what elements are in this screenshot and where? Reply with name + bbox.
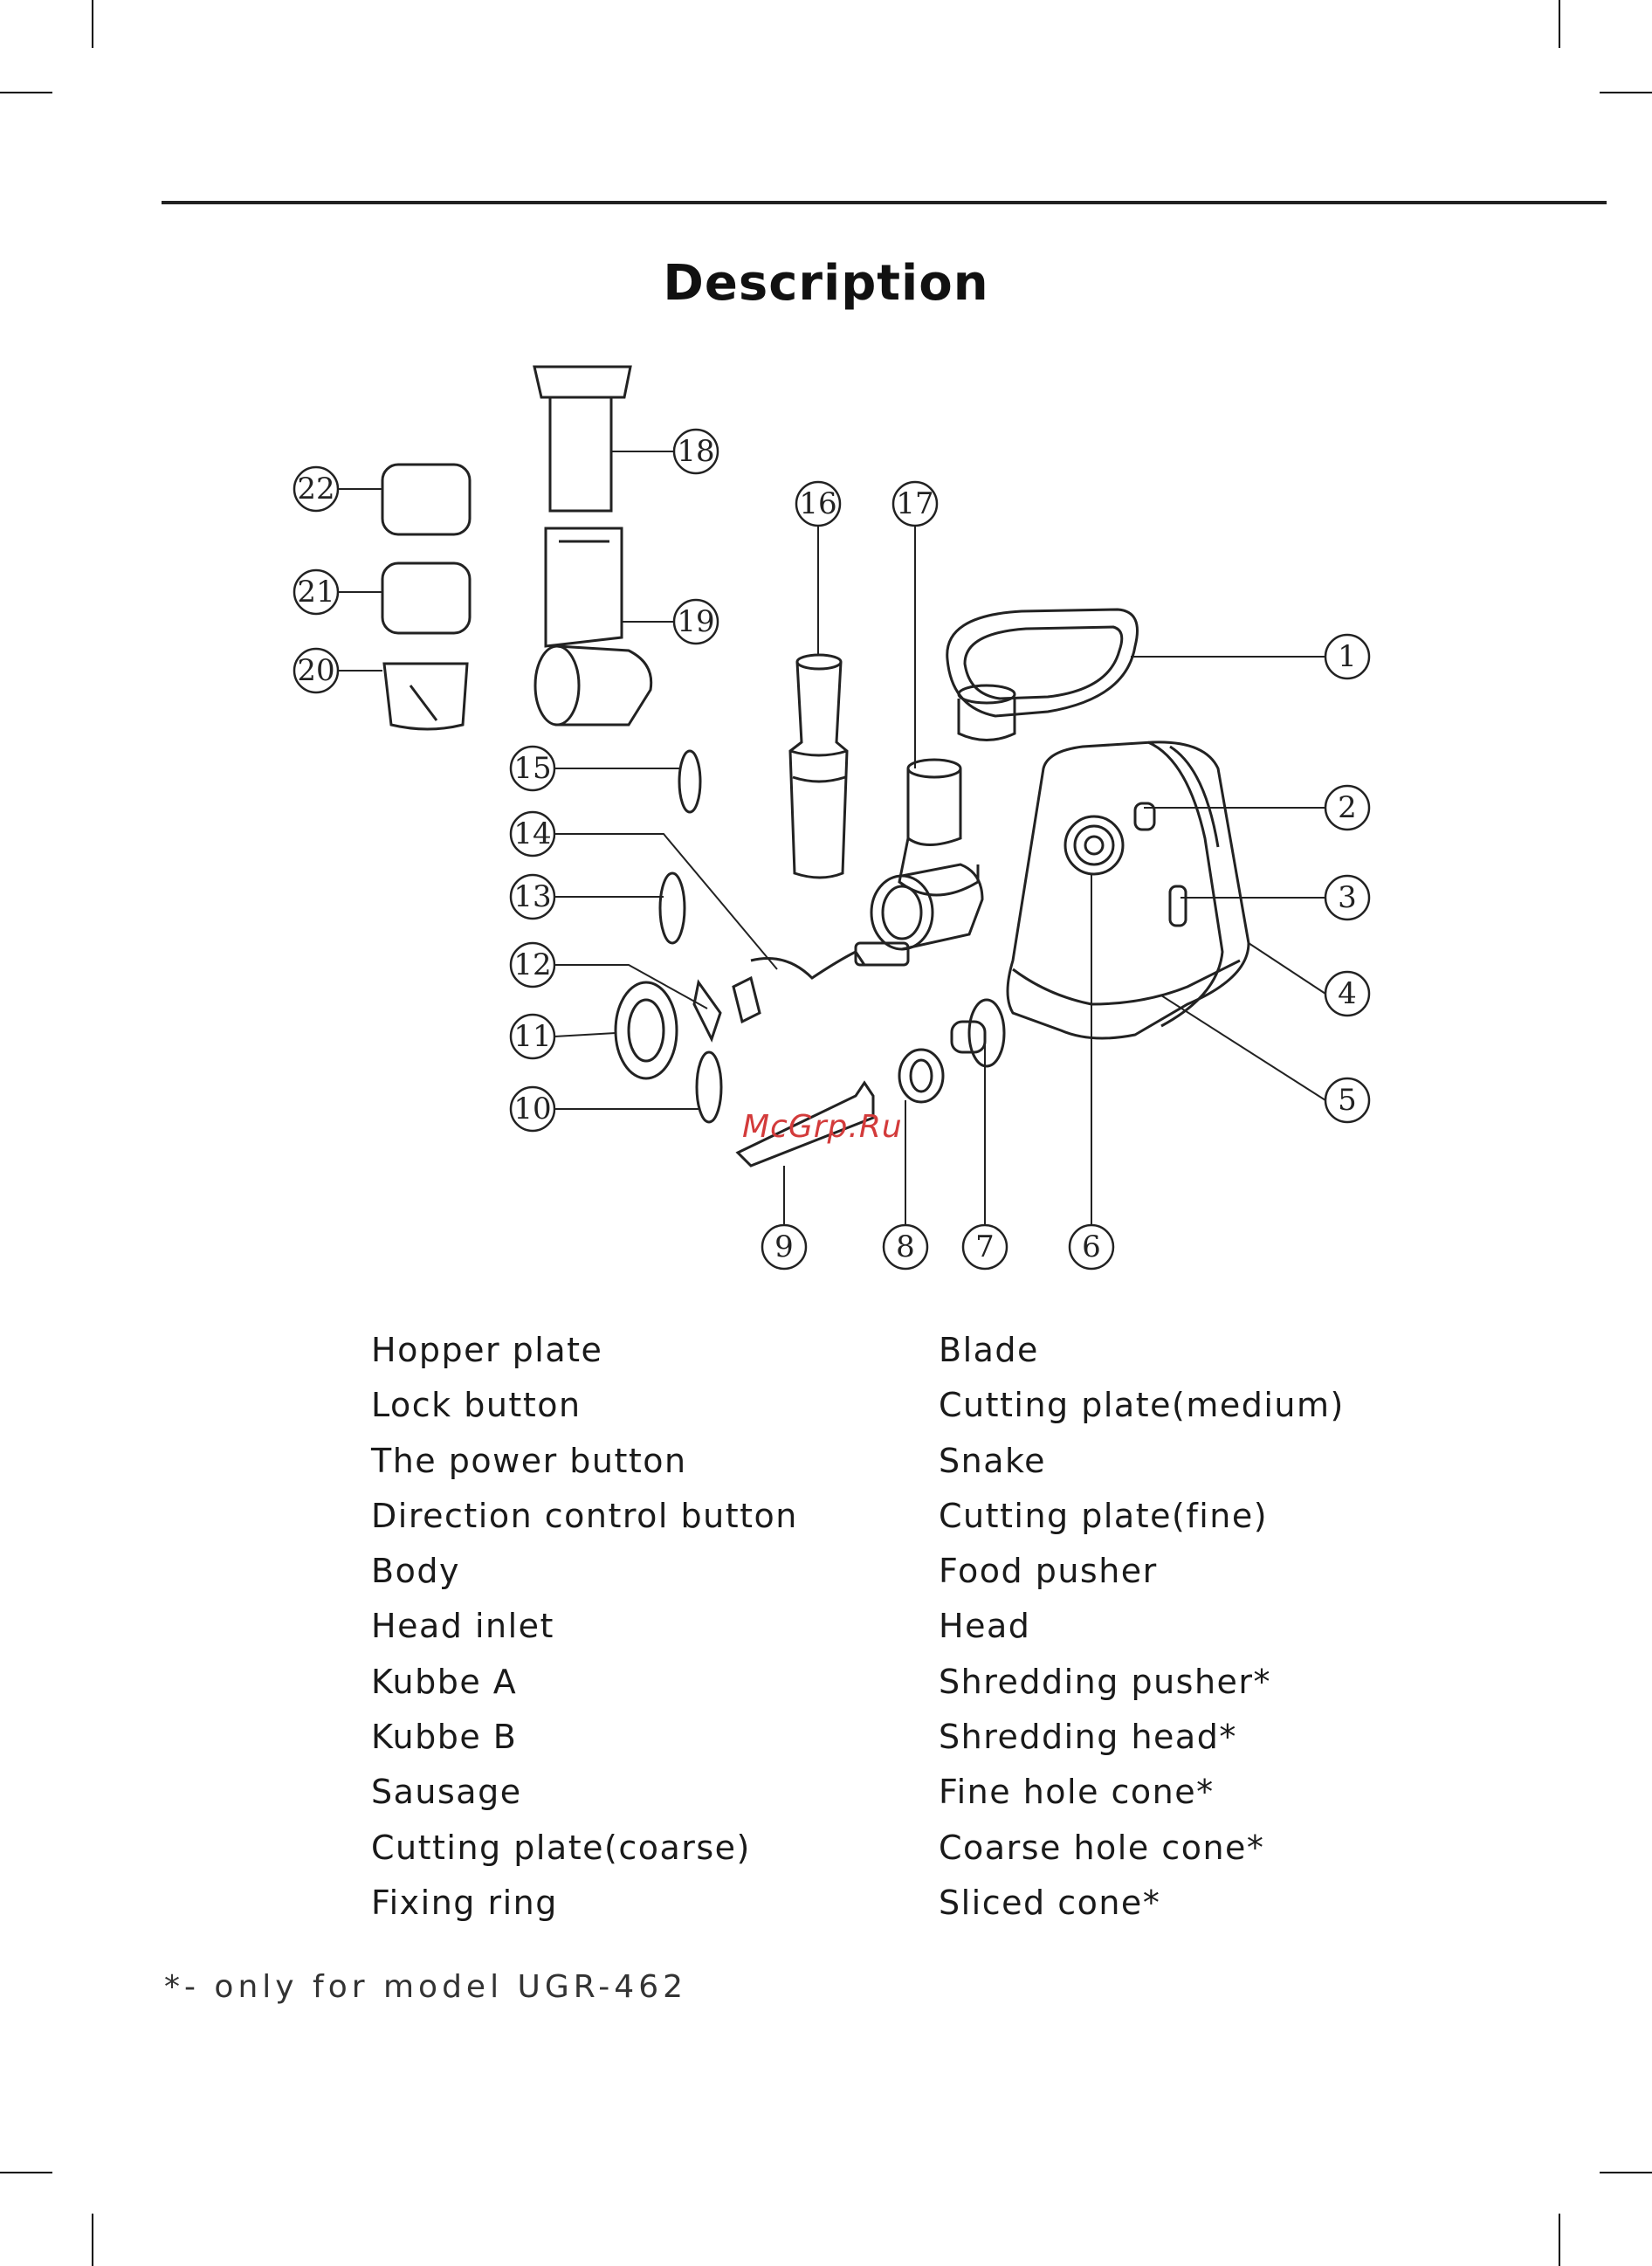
callout-label: 8 bbox=[896, 1229, 915, 1264]
parts-legend-left: Hopper plate Lock button The power butto… bbox=[371, 1323, 798, 1931]
crop-mark bbox=[0, 2172, 52, 2173]
crop-mark bbox=[0, 92, 52, 93]
head-drawing bbox=[870, 758, 984, 951]
shredding-head-drawing bbox=[533, 527, 653, 727]
legend-item: Shredding pusher* bbox=[939, 1662, 1272, 1701]
legend-item: Body bbox=[371, 1552, 460, 1591]
legend-item: Coarse hole cone* bbox=[939, 1828, 1265, 1867]
crop-mark bbox=[1559, 0, 1560, 48]
body-drawing bbox=[1006, 740, 1250, 1040]
crop-mark bbox=[1559, 2214, 1560, 2266]
callout-label: 1 bbox=[1338, 639, 1357, 674]
callout-label: 5 bbox=[1338, 1083, 1357, 1118]
callout-label: 7 bbox=[975, 1229, 995, 1264]
exploded-parts-diagram: 1 2 3 4 5 6 7 8 9 10 11 12 13 14 15 16 1… bbox=[293, 365, 1371, 1271]
crop-mark bbox=[92, 2214, 93, 2266]
callout-label: 20 bbox=[297, 653, 334, 688]
snake-drawing bbox=[732, 941, 910, 1024]
parts-legend-right: Blade Cutting plate(medium) Snake Cuttin… bbox=[939, 1323, 1345, 1931]
callout-label: 9 bbox=[774, 1229, 794, 1264]
legend-item: Direction control button bbox=[371, 1496, 798, 1535]
legend-item: Blade bbox=[939, 1331, 1039, 1369]
legend-item: Head inlet bbox=[371, 1607, 554, 1646]
legend-item: Kubbe A bbox=[371, 1662, 518, 1701]
cone-drawings bbox=[381, 463, 472, 731]
header-rule bbox=[162, 201, 1607, 204]
page-title: Description bbox=[663, 255, 989, 312]
legend-item: Snake bbox=[939, 1441, 1047, 1480]
callout-label: 16 bbox=[799, 486, 836, 521]
hopper-plate-drawing bbox=[946, 608, 1139, 741]
legend-item: Head bbox=[939, 1607, 1031, 1646]
callout-label: 14 bbox=[513, 816, 551, 851]
callout-label: 15 bbox=[513, 751, 551, 786]
legend-item: Fine hole cone* bbox=[939, 1773, 1215, 1812]
crop-mark bbox=[92, 0, 93, 48]
callout-label: 18 bbox=[677, 434, 714, 469]
blade-and-ring-drawings bbox=[614, 979, 722, 1080]
callout-label: 10 bbox=[513, 1092, 551, 1126]
callout-label: 22 bbox=[297, 472, 334, 506]
callout-label: 17 bbox=[896, 486, 933, 521]
food-pusher-drawing bbox=[788, 653, 849, 879]
callout-label: 2 bbox=[1338, 790, 1357, 825]
callout-label: 6 bbox=[1082, 1229, 1101, 1264]
legend-item: Sausage bbox=[371, 1773, 522, 1812]
watermark: McGrp.Ru bbox=[742, 1109, 903, 1145]
legend-item: Shredding head* bbox=[939, 1718, 1237, 1757]
model-footnote: *- only for model UGR-462 bbox=[164, 1969, 688, 2005]
callout-label: 12 bbox=[513, 947, 551, 982]
legend-item: Kubbe B bbox=[371, 1718, 518, 1757]
callout-label: 3 bbox=[1338, 880, 1357, 915]
legend-item: The power button bbox=[371, 1441, 687, 1480]
legend-item: Lock button bbox=[371, 1386, 582, 1425]
legend-item: Cutting plate(coarse) bbox=[371, 1828, 751, 1867]
legend-item: Hopper plate bbox=[371, 1331, 603, 1369]
legend-item: Fixing ring bbox=[371, 1883, 558, 1922]
crop-mark bbox=[1600, 92, 1652, 93]
callout-label: 13 bbox=[513, 879, 551, 914]
callout-label: 11 bbox=[513, 1019, 551, 1054]
callout-label: 19 bbox=[677, 604, 714, 639]
legend-item: Cutting plate(medium) bbox=[939, 1386, 1345, 1425]
leader-lines bbox=[338, 451, 1326, 1225]
callout-label: 21 bbox=[297, 575, 334, 610]
sausage-and-kubbe-drawings bbox=[735, 998, 1006, 1167]
callout-label: 4 bbox=[1338, 976, 1357, 1011]
cutting-plate-drawings bbox=[658, 749, 723, 1124]
legend-item: Food pusher bbox=[939, 1552, 1158, 1591]
legend-item: Cutting plate(fine) bbox=[939, 1496, 1269, 1535]
shredding-pusher-drawing bbox=[533, 365, 632, 513]
crop-mark bbox=[1600, 2172, 1652, 2173]
legend-item: Sliced cone* bbox=[939, 1883, 1161, 1922]
